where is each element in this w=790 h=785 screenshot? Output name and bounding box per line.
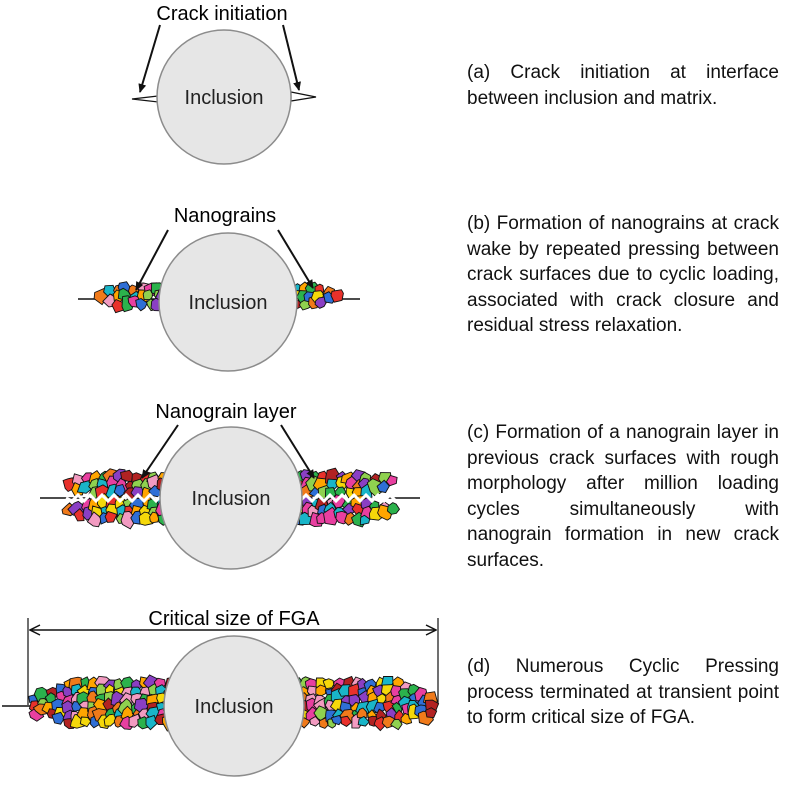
nanograin bbox=[340, 715, 353, 727]
nanograin bbox=[309, 715, 322, 727]
nanograin bbox=[322, 678, 335, 690]
arrow-right-b bbox=[277, 229, 314, 289]
nanograin bbox=[149, 511, 160, 524]
rough-crack-left bbox=[65, 492, 176, 504]
critical-size-label: Critical size of FGA bbox=[148, 608, 320, 630]
arrow-left-c bbox=[141, 424, 179, 479]
inclusion-circle-b bbox=[158, 232, 298, 372]
nanograin bbox=[357, 715, 370, 727]
arrow-right-c bbox=[280, 424, 315, 479]
nanograin bbox=[330, 289, 344, 303]
nanograin bbox=[390, 718, 403, 731]
nanograin bbox=[145, 714, 158, 731]
nanograin bbox=[425, 707, 438, 719]
arrow-right-a bbox=[282, 24, 301, 91]
inclusion-circle-d bbox=[163, 635, 305, 777]
nanograin bbox=[79, 716, 92, 728]
crack-wedge-right bbox=[290, 91, 317, 102]
nanograin bbox=[135, 297, 148, 312]
inclusion-circle-c bbox=[159, 426, 303, 570]
crack-wedge-left bbox=[131, 95, 159, 103]
nanograin bbox=[104, 510, 118, 523]
rough-crack-right bbox=[287, 492, 398, 504]
arrow-left-a bbox=[138, 24, 161, 93]
nanograin bbox=[142, 289, 153, 301]
nanograin bbox=[385, 474, 398, 487]
arrow-left-b bbox=[135, 229, 169, 291]
nanograins-label: Nanograins bbox=[174, 205, 276, 227]
nanograin-layer-label: Nanograin layer bbox=[155, 401, 297, 423]
crack-initiation-label: Crack initiation bbox=[156, 3, 287, 25]
inclusion-label-d: Inclusion bbox=[195, 696, 274, 718]
panel-a: Crack initiation Inclusion bbox=[131, 3, 317, 165]
inclusion-label-a: Inclusion bbox=[185, 87, 264, 109]
nanograin bbox=[111, 298, 125, 314]
panel-d: Critical size of FGA Inclusion bbox=[2, 608, 440, 777]
inclusion-label-c: Inclusion bbox=[192, 488, 271, 510]
nanograin bbox=[359, 514, 371, 526]
description-a: (a) Crack initiation at interface betwee… bbox=[467, 62, 779, 109]
nanograin bbox=[73, 508, 85, 522]
inclusion-circle-a bbox=[156, 29, 292, 165]
nanograin bbox=[386, 502, 401, 515]
description-b: (b) Formation of nanograins at crack wak… bbox=[467, 213, 779, 336]
inclusion-label-b: Inclusion bbox=[189, 292, 268, 314]
panel-c: Nanograin layer Inclusion bbox=[40, 401, 420, 570]
description-c: (c) Formation of a nanograin layer in pr… bbox=[467, 422, 779, 571]
nanograin bbox=[376, 479, 390, 494]
nanograin bbox=[51, 711, 65, 725]
description-d: (d) Numerous Cyclic Pressing process ter… bbox=[467, 656, 779, 728]
panel-b: Nanograins Inclusion bbox=[78, 205, 360, 372]
